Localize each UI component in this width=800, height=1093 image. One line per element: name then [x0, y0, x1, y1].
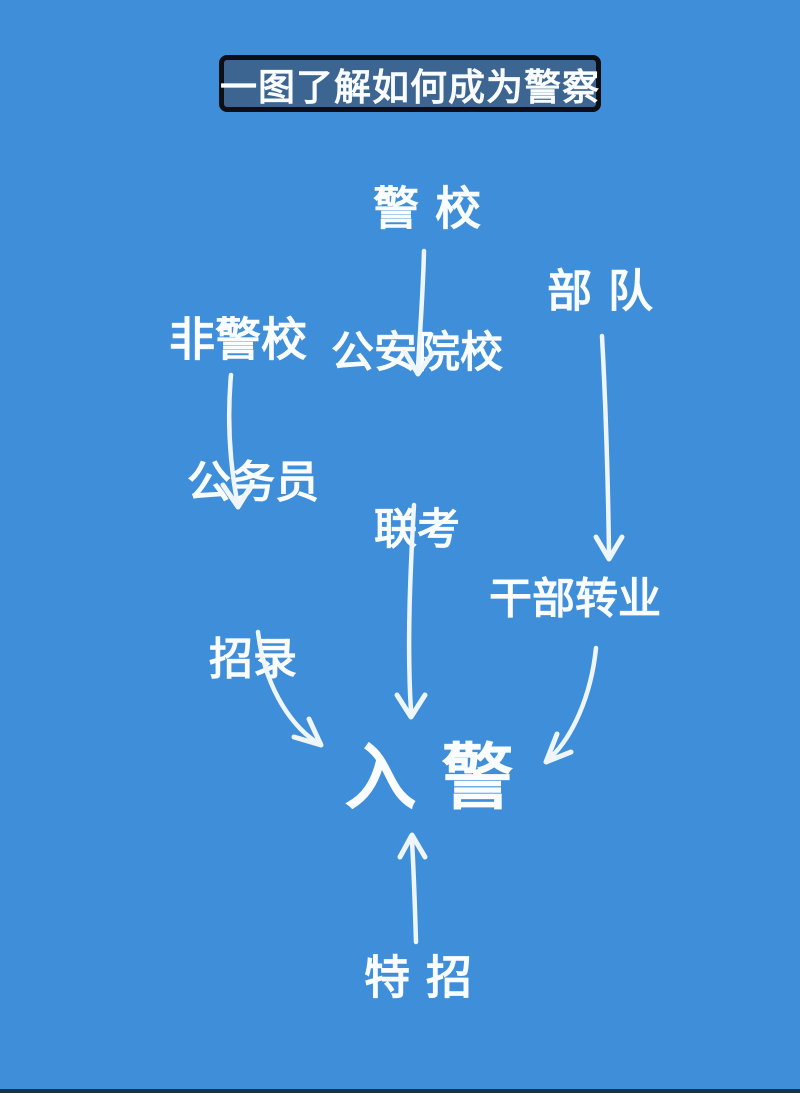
arrow-non-police-to-civil-servant	[226, 372, 240, 504]
arrow-civil-servant-to-join-police	[255, 629, 319, 745]
node-civil-servant-line2: 招录	[209, 634, 297, 685]
page-title: 一图了解如何成为警察	[220, 65, 600, 109]
node-joint-exam-line2: 联考	[374, 505, 460, 555]
arrowhead-joint-exam-to-join-police	[394, 692, 428, 720]
arrowhead-special-to-join-police	[397, 832, 428, 860]
bottom-edge-line	[0, 1089, 800, 1093]
node-non-police-academy: 非警校	[169, 312, 307, 367]
arrow-cadre-transfer-to-join-police	[548, 645, 599, 760]
node-police-academy: 警 校	[372, 181, 482, 236]
node-join-police: 入 警	[344, 735, 514, 820]
node-special-recruitment: 特 招	[363, 950, 473, 1005]
arrow-special-to-join-police	[409, 838, 419, 945]
arrowhead-police-academy-to-joint-exam	[402, 349, 435, 377]
node-cadre-transfer: 干部转业	[489, 574, 661, 625]
arrowhead-cadre-transfer-to-join-police	[543, 731, 574, 765]
arrowhead-non-police-to-civil-servant	[220, 482, 254, 510]
node-civil-servant-line1: 公务员	[187, 457, 319, 508]
title-banner: 一图了解如何成为警察	[219, 55, 601, 112]
arrow-police-academy-to-joint-exam	[415, 248, 427, 371]
arrowhead-army-to-cadre-transfer	[593, 534, 625, 562]
node-army: 部 队	[547, 264, 653, 318]
arrow-joint-exam-to-join-police	[406, 502, 417, 714]
arrow-army-to-cadre-transfer	[599, 333, 612, 556]
node-civil-servant-recruitment: 公务员 招录	[187, 335, 319, 807]
arrowhead-civil-servant-to-join-police	[291, 716, 324, 748]
